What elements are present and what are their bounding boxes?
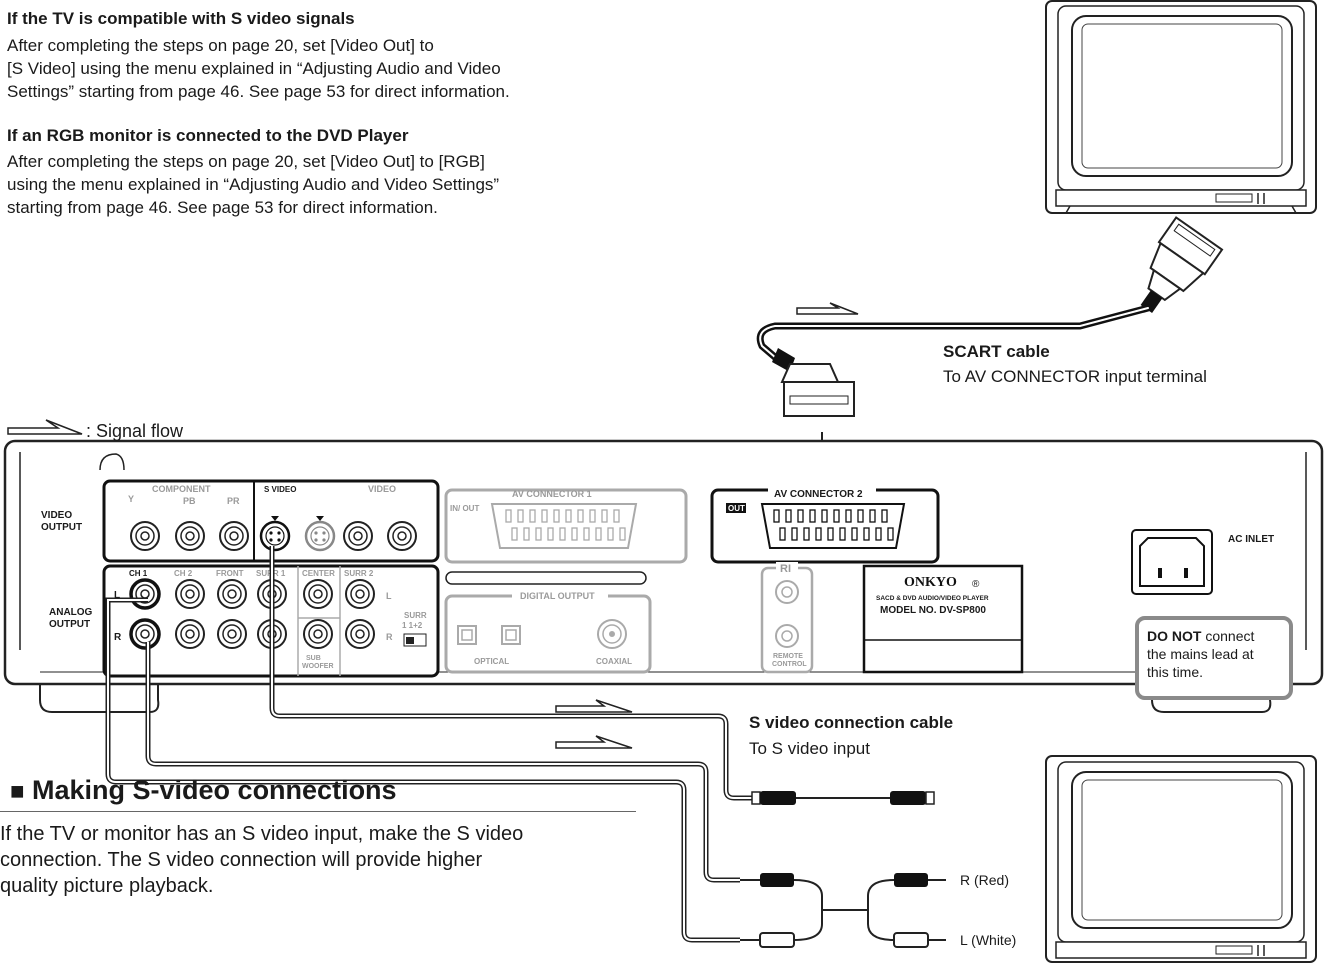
s-video-jack-2 (304, 516, 336, 552)
section-line-2: connection. The S video connection will … (0, 849, 483, 871)
svg-text:R: R (386, 632, 393, 642)
analog-jack-l-3 (217, 579, 247, 609)
section-title: Making S-video connections (32, 775, 397, 805)
svg-text:PB: PB (183, 496, 196, 506)
svg-text:S VIDEO: S VIDEO (264, 485, 296, 494)
svg-text:ONKYO: ONKYO (904, 575, 957, 590)
svg-text:L: L (386, 591, 392, 601)
audio-left-label: L (White) (960, 932, 1017, 948)
component-pr-jack (219, 521, 249, 551)
audio-right-label: R (Red) (960, 872, 1010, 888)
analog-jack-r-3 (217, 619, 247, 649)
section-paragraph: If the TV or monitor has an S video inpu… (0, 821, 523, 899)
video-jack-1 (343, 521, 373, 551)
tv-top (1045, 0, 1317, 214)
svg-text:AV CONNECTOR 1: AV CONNECTOR 1 (512, 489, 592, 499)
svg-text:COMPONENT: COMPONENT (152, 484, 211, 494)
s-video-line-1: After completing the steps on page 20, s… (7, 36, 434, 55)
rgb-heading: If an RGB monitor is connected to the DV… (7, 126, 409, 145)
s-video-jack-1 (259, 516, 291, 552)
component-y-jack (130, 521, 160, 551)
svg-text:DIGITAL OUTPUT: DIGITAL OUTPUT (520, 591, 595, 601)
channel-label-1: CH 1 (129, 569, 148, 578)
tv-bottom (1045, 755, 1317, 963)
flow-arrow-scart (796, 302, 859, 315)
svg-text:1 1+2: 1 1+2 (402, 621, 423, 630)
s-video-heading: If the TV is compatible with S video sig… (7, 9, 355, 28)
s-video-cable (751, 791, 935, 805)
svg-text:MODEL NO. DV-SP800: MODEL NO. DV-SP800 (880, 605, 986, 616)
scart-cable-subtitle: To AV CONNECTOR input terminal (943, 367, 1207, 386)
section-line-1: If the TV or monitor has an S video inpu… (0, 823, 524, 845)
section-rule (0, 811, 636, 812)
warning-line-2: the mains lead at (1147, 646, 1254, 662)
s-video-line-3: Settings” starting from page 46. See pag… (7, 82, 510, 101)
s-video-cable-title: S video connection cable (749, 713, 954, 732)
analog-jack-l-6 (345, 579, 375, 609)
video-jack-2 (387, 521, 417, 551)
signal-flow-legend: : Signal flow (86, 421, 184, 441)
rgb-line-1: After completing the steps on page 20, s… (7, 152, 485, 171)
warning-rest: connect (1201, 628, 1255, 644)
signal-flow-arrow-icon (7, 419, 83, 435)
rgb-line-3: starting from page 46. See page 53 for d… (7, 198, 438, 217)
mains-lead-warning: DO NOT connect the mains lead at this ti… (1135, 616, 1293, 700)
rgb-paragraph: After completing the steps on page 20, s… (7, 150, 499, 219)
warning-line-3: this time. (1147, 664, 1204, 680)
s-video-line-2: [S Video] using the menu explained in “A… (7, 59, 501, 78)
section-line-3: quality picture playback. (0, 875, 214, 897)
channel-label-3: FRONT (216, 569, 244, 578)
svg-text:AV CONNECTOR 2: AV CONNECTOR 2 (774, 489, 863, 500)
component-pb-jack (175, 521, 205, 551)
channel-label-5: CENTER (302, 569, 335, 578)
analog-jack-l-5 (303, 579, 333, 609)
svg-text:RI: RI (780, 563, 791, 575)
scart-plug-bottom (772, 348, 855, 417)
svg-text:OUT: OUT (728, 504, 745, 513)
svg-text:PR: PR (227, 496, 240, 506)
audio-cable (740, 873, 946, 948)
svg-text:L: L (114, 590, 120, 601)
svg-text:OPTICAL: OPTICAL (474, 657, 509, 666)
s-video-cable-subtitle: To S video input (749, 739, 870, 758)
svg-text:VIDEO: VIDEO (41, 510, 72, 521)
svg-text:SACD & DVD AUDIO/VIDEO PLAYER: SACD & DVD AUDIO/VIDEO PLAYER (876, 595, 989, 602)
warning-bold: DO NOT (1147, 628, 1202, 644)
svg-text:®: ® (972, 579, 980, 590)
section-marker-icon: ■ (10, 778, 25, 805)
svg-text:OUTPUT: OUTPUT (41, 522, 82, 533)
analog-jack-r-2 (175, 619, 205, 649)
svg-text:AC INLET: AC INLET (1228, 534, 1274, 545)
analog-jack-r-5 (303, 619, 333, 649)
analog-jack-l-2 (175, 579, 205, 609)
svg-text:CONTROL: CONTROL (772, 661, 807, 668)
svg-text:ANALOG: ANALOG (49, 607, 93, 618)
svg-text:SUB: SUB (306, 655, 321, 662)
svg-text:SURR: SURR (404, 611, 427, 620)
svg-text:R: R (114, 632, 122, 643)
svg-text:OUTPUT: OUTPUT (49, 619, 90, 630)
svg-text:COAXIAL: COAXIAL (596, 657, 632, 666)
svg-text:IN/ OUT: IN/ OUT (450, 504, 479, 513)
s-video-paragraph: After completing the steps on page 20, s… (7, 34, 510, 103)
svg-text:WOOFER: WOOFER (302, 663, 334, 670)
section-heading: ■ Making S-video connections (10, 775, 397, 806)
channel-label-6: SURR 2 (344, 569, 374, 578)
svg-text:REMOTE: REMOTE (773, 653, 803, 660)
rgb-line-2: using the menu explained in “Adjusting A… (7, 175, 500, 194)
channel-label-2: CH 2 (174, 569, 193, 578)
scart-cable-title: SCART cable (943, 342, 1050, 361)
svg-text:Y: Y (128, 494, 134, 504)
svg-text:VIDEO: VIDEO (368, 484, 396, 494)
analog-jack-r-6 (345, 619, 375, 649)
